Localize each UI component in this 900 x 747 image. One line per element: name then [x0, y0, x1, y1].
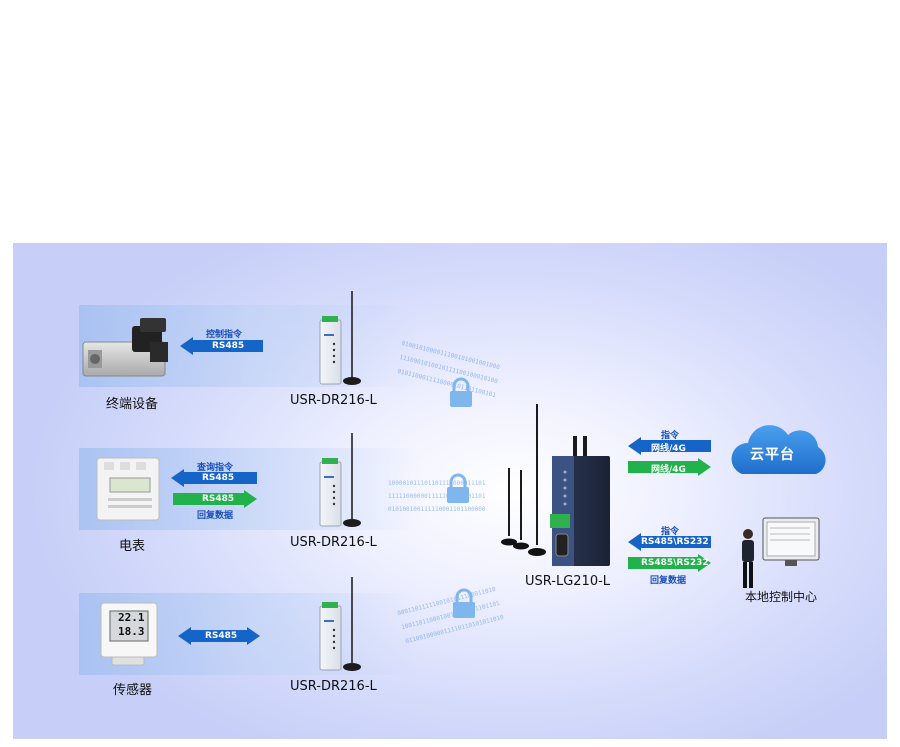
gateway-label: USR-LG210-L [525, 574, 611, 589]
lora-module-icon-2 [319, 433, 361, 527]
arrow-left-row2 [171, 469, 257, 487]
arrow-right-cloud [628, 458, 711, 476]
arrow-left-row1 [180, 337, 263, 355]
data-stream-5: 111110000001111101000001101 [388, 493, 486, 500]
lora-module-icon-3 [319, 577, 361, 671]
cloud-label: 云平台 [750, 447, 795, 463]
local-control-center-icon [742, 517, 820, 588]
temperature-sensor-icon [100, 602, 158, 666]
arrow-label-local-right: RS485\RS232 [641, 558, 709, 568]
electric-meter-icon [96, 457, 160, 521]
lora-module-icon-1 [319, 291, 361, 385]
arrow-label-cloud-cmd: 指令 [661, 431, 680, 441]
arrow-label-cloud-left: 网线/4G [651, 444, 686, 454]
arrow-left-local [628, 533, 711, 551]
device-label-meter: 电表 [119, 539, 146, 554]
arrow-label-reply-data-row2: 回复数据 [197, 511, 234, 521]
arrow-label-rs485-row2-right: RS485 [202, 494, 235, 504]
lock-icon-3 [453, 588, 475, 618]
arrow-label-control-cmd: 控制指令 [206, 330, 243, 340]
arrow-label-query-cmd: 查询指令 [197, 463, 234, 473]
arrow-label-cloud-right: 网线/4G [651, 465, 686, 475]
local-center-label: 本地控制中心 [745, 590, 818, 604]
cloud-platform-icon [731, 425, 826, 474]
arrow-label-rs485-row1: RS485 [212, 341, 245, 351]
lock-icon-2 [447, 473, 469, 503]
arrow-label-local-left: RS485\RS232 [641, 537, 709, 547]
arrow-right-local [628, 554, 711, 572]
module-label-2: USR-DR216-L [290, 535, 377, 550]
data-stream-6: 010100100111110001101100000 [388, 506, 486, 513]
arrow-both-row3 [178, 627, 260, 645]
arrow-label-rs485-row3: RS485 [205, 631, 238, 641]
data-stream-4: 100001011101101111000011101 [388, 480, 486, 487]
lock-icon-1 [450, 377, 472, 407]
module-label-1: USR-DR216-L [290, 393, 377, 408]
arrow-left-cloud [628, 437, 711, 455]
arrow-label-rs485-row2-left: RS485 [202, 473, 235, 483]
device-label-sensor: 传感器 [113, 683, 153, 698]
arrow-right-row2 [173, 490, 257, 508]
arrow-label-local-cmd: 指令 [661, 527, 680, 537]
solenoid-valve-icon [82, 318, 168, 377]
module-label-3: USR-DR216-L [290, 679, 377, 694]
sensor-display-line2: 18.3 [118, 625, 145, 638]
arrow-label-local-reply: 回复数据 [650, 576, 687, 586]
sensor-display-line1: 22.1 [118, 611, 145, 624]
gateway-device-icon [501, 404, 610, 566]
device-label-terminal: 终端设备 [106, 397, 159, 412]
